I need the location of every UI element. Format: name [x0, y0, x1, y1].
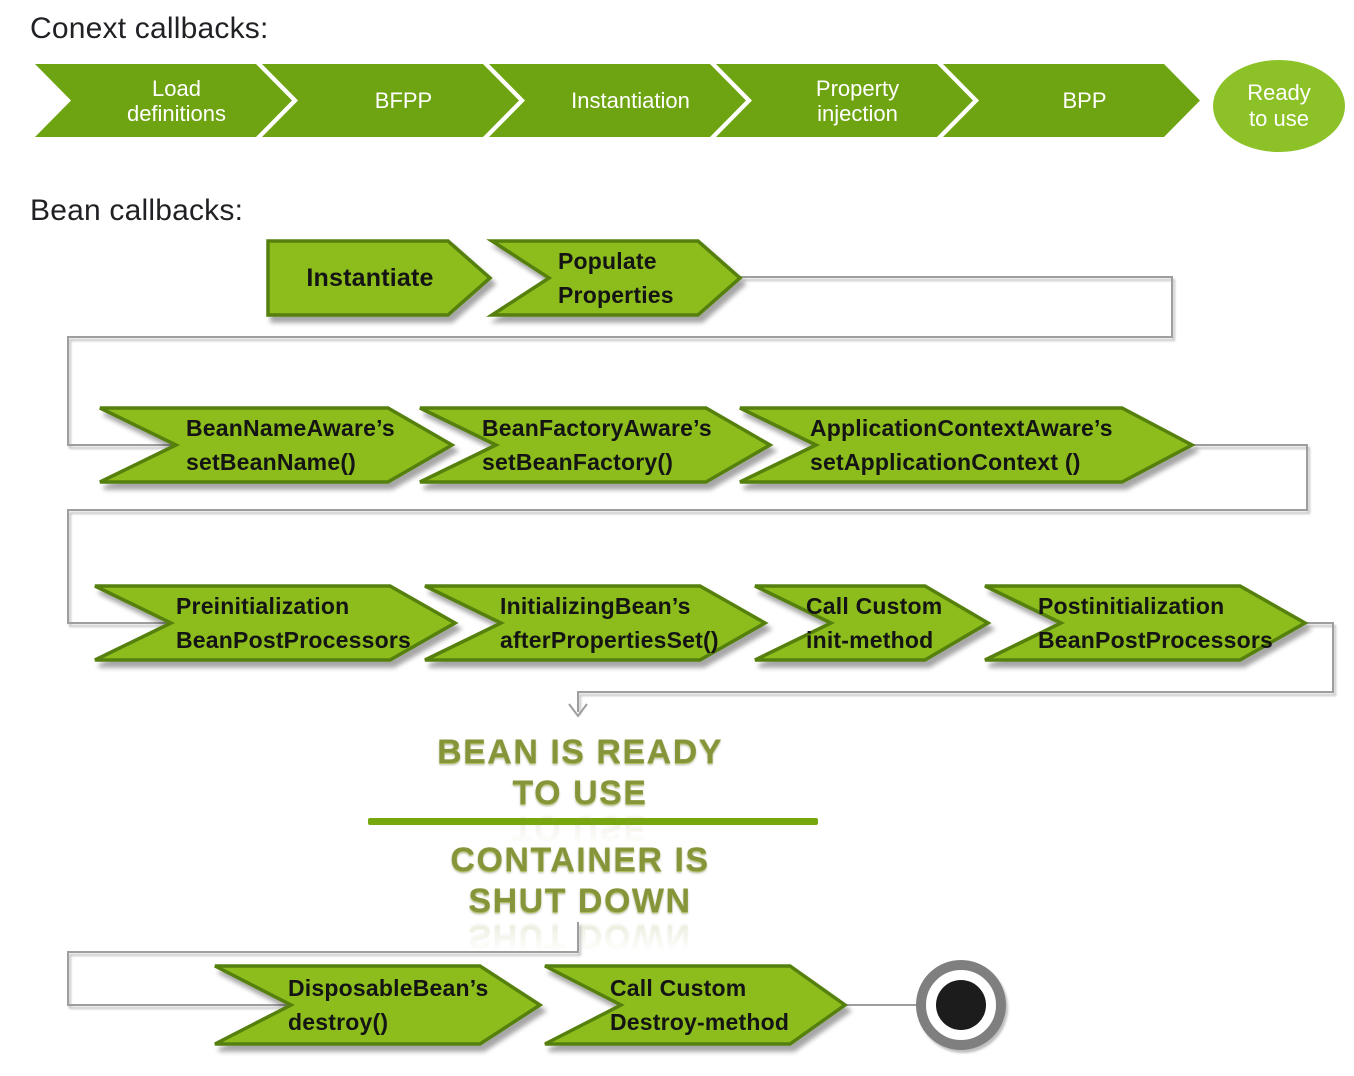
end-state-icon — [916, 960, 1006, 1050]
arrow-call-custom-init — [754, 584, 992, 662]
connector-row2-to-row3 — [67, 444, 1308, 624]
arrow-populate-properties — [486, 239, 743, 317]
chevron-bfpp: BFPP — [262, 64, 519, 137]
ready-shutdown-divider — [368, 818, 818, 825]
arrow-bean-name-aware — [99, 406, 456, 484]
container-shutdown-text: CONTAINER IS SHUT DOWN — [450, 841, 710, 920]
context-callbacks-flow: Load definitions BFPP Instantiation Prop… — [35, 64, 1245, 137]
ready-to-use-ellipse: Ready to use — [1213, 60, 1345, 152]
arrow-postinitialization — [984, 584, 1309, 662]
chevron-instantiation: Instantiation — [489, 64, 746, 137]
arrow-call-custom-destroy — [544, 964, 849, 1046]
chevron-property-injection: Property injection — [716, 64, 973, 137]
arrow-application-context-aware — [739, 406, 1196, 484]
connector-row1-to-row2 — [67, 276, 1173, 446]
chevron-bpp: BPP — [943, 64, 1200, 137]
arrow-bean-factory-aware — [419, 406, 774, 484]
container-shutdown-reflection: CONTAINER IS SHUT DOWN — [450, 918, 709, 968]
bean-callbacks-heading: Bean callbacks: — [30, 194, 244, 227]
down-arrowhead-icon — [568, 703, 588, 718]
connector-shutdown-to-row4 — [67, 922, 579, 1006]
arrow-initializing-bean — [424, 584, 769, 662]
arrow-preinitialization — [94, 584, 459, 662]
connector-row3-to-ready — [577, 622, 1334, 712]
context-callbacks-heading: Conext callbacks: — [30, 12, 269, 45]
bean-ready-text: BEAN IS READY TO USE — [437, 733, 723, 812]
container-shutdown-wordart: CONTAINER IS SHUT DOWN CONTAINER IS SHUT… — [330, 840, 830, 968]
arrow-disposable-bean — [214, 964, 544, 1046]
bean-ready-wordart: BEAN IS READY TO USE BEAN IS READY TO US… — [330, 732, 830, 860]
chevron-load-definitions: Load definitions — [35, 64, 292, 137]
arrow-instantiate — [266, 239, 493, 317]
